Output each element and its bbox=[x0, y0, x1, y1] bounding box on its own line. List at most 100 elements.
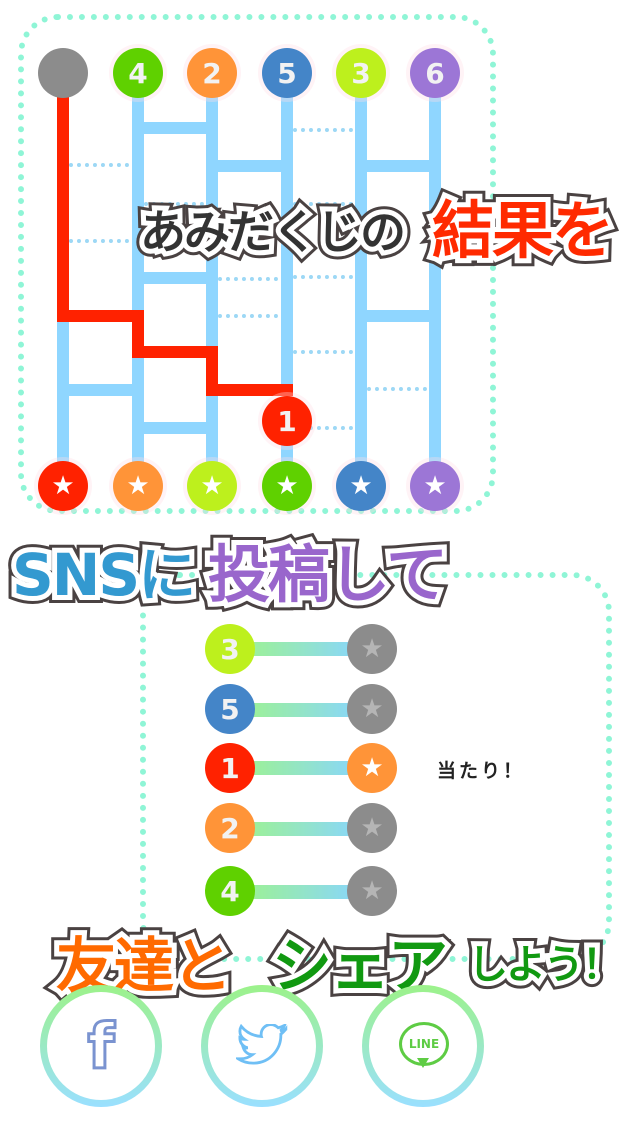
result-prize-badge: ★ bbox=[347, 803, 397, 853]
banner-post: 投稿して 投稿して 投稿して bbox=[200, 524, 456, 619]
ladder-bottom-badge-3: ★ bbox=[187, 461, 237, 511]
ladder-rung bbox=[367, 310, 429, 322]
result-number-badge: 5 bbox=[205, 684, 255, 734]
ladder-vline-1 bbox=[57, 322, 69, 472]
line-icon: LINE bbox=[397, 1020, 449, 1072]
ladder-frame bbox=[18, 14, 496, 514]
banner-outline: SNSに bbox=[7, 536, 201, 614]
ladder-vline-3b bbox=[206, 392, 218, 472]
banner-text-post: 投稿して bbox=[208, 538, 448, 611]
ladder-hidden-rung bbox=[293, 426, 353, 430]
ladder-hidden-rung bbox=[218, 277, 278, 281]
ladder-path-line bbox=[57, 96, 69, 322]
banner-text-friends: 友達と bbox=[56, 932, 232, 1002]
star-icon: ★ bbox=[349, 471, 373, 501]
ladder-vline-6 bbox=[429, 96, 441, 472]
ladder-path-rung bbox=[57, 310, 144, 322]
banner-outline: しよう！ bbox=[463, 937, 627, 993]
result-connector bbox=[252, 885, 352, 899]
result-connector bbox=[252, 822, 352, 836]
banner-outline: 投稿して bbox=[200, 530, 456, 619]
result-connector bbox=[252, 703, 352, 717]
banner-sns: SNSに SNSに SNSに bbox=[4, 528, 204, 617]
star-icon: ★ bbox=[275, 471, 299, 501]
facebook-icon: f bbox=[86, 1008, 116, 1084]
banner-outline: しよう！ bbox=[460, 934, 630, 996]
ladder-rung bbox=[144, 272, 206, 284]
ladder-top-badge-2[interactable]: 4 bbox=[113, 48, 163, 98]
banner-text-share: シェア bbox=[272, 932, 448, 1002]
ladder-rung bbox=[144, 122, 206, 134]
star-icon: ★ bbox=[360, 694, 384, 724]
result-prize-badge: ★ bbox=[347, 684, 397, 734]
banner-outline: 結果を bbox=[424, 186, 622, 275]
banner-outline: SNSに bbox=[4, 533, 204, 617]
line-share-button[interactable]: LINE bbox=[362, 985, 484, 1107]
result-number-badge: 4 bbox=[205, 866, 255, 916]
star-icon: ★ bbox=[51, 471, 75, 501]
star-icon: ★ bbox=[423, 471, 447, 501]
banner-text-tail: しよう！ bbox=[468, 942, 622, 988]
ladder-path-rung bbox=[132, 346, 218, 358]
result-connector bbox=[252, 642, 352, 656]
star-icon: ★ bbox=[126, 471, 150, 501]
ladder-vline-2b bbox=[132, 356, 144, 472]
ladder-rung bbox=[69, 384, 132, 396]
ladder-bottom-badge-2: ★ bbox=[113, 461, 163, 511]
ladder-hidden-rung bbox=[293, 275, 353, 279]
ladder-vline-2 bbox=[132, 96, 144, 311]
star-icon: ★ bbox=[360, 634, 384, 664]
ladder-rung bbox=[218, 160, 281, 172]
ladder-path-rung bbox=[206, 384, 293, 396]
ladder-hidden-rung bbox=[293, 350, 353, 354]
banner-text-accent: 結果を bbox=[432, 194, 614, 267]
result-prize-badge: ★ bbox=[347, 866, 397, 916]
ladder-path-badge: 1 bbox=[262, 396, 312, 446]
facebook-share-button[interactable]: f bbox=[40, 985, 162, 1107]
ladder-vline-4 bbox=[281, 96, 293, 384]
banner-outline: 投稿して bbox=[203, 533, 453, 616]
twitter-share-button[interactable] bbox=[201, 985, 323, 1107]
ladder-top-badge-4[interactable]: 5 bbox=[262, 48, 312, 98]
result-number-badge: 1 bbox=[205, 743, 255, 793]
result-prize-badge: ★ bbox=[347, 624, 397, 674]
ladder-hidden-rung bbox=[218, 314, 278, 318]
banner-amidakuji-result: あみだくじの あみだくじの あみだくじの bbox=[132, 196, 414, 267]
ladder-vline-5 bbox=[355, 96, 367, 472]
ladder-top-badge-5[interactable]: 3 bbox=[336, 48, 386, 98]
twitter-icon bbox=[236, 1024, 288, 1065]
ladder-hidden-rung bbox=[69, 239, 129, 243]
ladder-bottom-badge-1: ★ bbox=[38, 461, 88, 511]
ladder-hidden-rung bbox=[367, 387, 427, 391]
ladder-bottom-badge-4: ★ bbox=[262, 461, 312, 511]
ladder-rung bbox=[144, 422, 206, 434]
star-icon: ★ bbox=[360, 876, 384, 906]
banner-outline: あみだくじの bbox=[135, 200, 411, 264]
result-prize-badge: ★ bbox=[347, 743, 397, 793]
result-number-badge: 2 bbox=[205, 803, 255, 853]
banner-outline: 結果を bbox=[427, 189, 619, 272]
line-icon-label: LINE bbox=[408, 1037, 440, 1051]
banner-outline: あみだくじの bbox=[132, 197, 414, 267]
ladder-hidden-rung bbox=[69, 163, 129, 167]
star-icon: ★ bbox=[360, 753, 384, 783]
ladder-rung bbox=[367, 160, 429, 172]
result-connector bbox=[252, 761, 352, 775]
result-number-badge: 3 bbox=[205, 624, 255, 674]
ladder-bottom-badge-6: ★ bbox=[410, 461, 460, 511]
ladder-vline-3 bbox=[206, 96, 218, 346]
ladder-top-badge-3[interactable]: 2 bbox=[187, 48, 237, 98]
banner-text-sns: SNSに bbox=[12, 541, 196, 609]
star-icon: ★ bbox=[360, 813, 384, 843]
banner-result-accent: 結果を 結果を 結果を bbox=[424, 180, 622, 275]
ladder-bottom-badge-5: ★ bbox=[336, 461, 386, 511]
star-icon: ★ bbox=[200, 471, 224, 501]
ladder-hidden-rung bbox=[144, 202, 204, 206]
results-frame bbox=[140, 572, 612, 962]
ladder-hidden-rung bbox=[293, 128, 353, 132]
banner-lets: しよう！ しよう！ しよう！ bbox=[460, 932, 630, 996]
ladder-top-badge-6[interactable]: 6 bbox=[410, 48, 460, 98]
banner-text-plain: あみだくじの bbox=[140, 205, 406, 259]
ladder-hidden-rung bbox=[293, 202, 353, 206]
ladder-top-badge-1[interactable] bbox=[38, 48, 88, 98]
